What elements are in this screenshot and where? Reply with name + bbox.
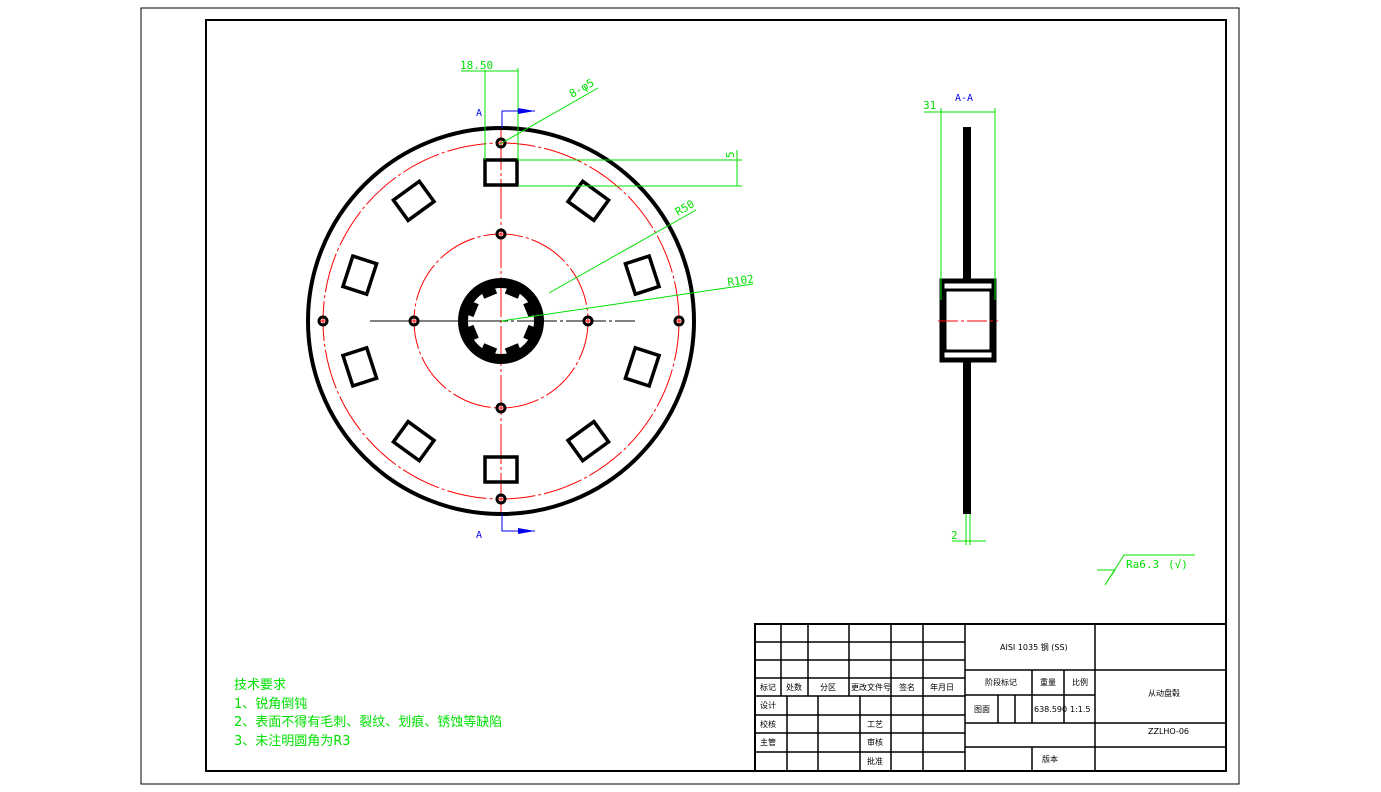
spline-tooth xyxy=(504,285,522,299)
section-view: A-A 31 2 xyxy=(923,93,998,545)
header-mark: 标记 xyxy=(760,682,776,692)
spring-window xyxy=(483,158,519,187)
drawing-label: 图面 xyxy=(974,705,990,714)
sheet-border xyxy=(140,7,1240,785)
spring-window xyxy=(565,419,612,464)
note-3: 3、未注明圆角为R3 xyxy=(234,734,351,749)
front-view: 18.50 8-φ5 R50 R102 5 A A xyxy=(306,59,755,541)
spring-window xyxy=(623,253,662,297)
role-design: 设计 xyxy=(760,700,776,710)
part-name: 从动盘毂 xyxy=(1148,688,1180,698)
drawing-number: ZZLHO-06 xyxy=(1148,727,1189,736)
rivet-hole xyxy=(495,228,507,240)
title-block xyxy=(754,623,1227,772)
weight-value: 638.590 xyxy=(1034,705,1067,714)
hub-ring xyxy=(458,278,544,364)
spline-tooth xyxy=(465,324,479,342)
dimension-lines xyxy=(461,68,754,322)
note-1: 1、锐角倒钝 xyxy=(234,697,307,712)
rivet-hole xyxy=(317,315,329,327)
dim-r102-label: R102 xyxy=(727,272,755,289)
section-arrow-top xyxy=(501,108,535,128)
role-approve: 批准 xyxy=(867,756,883,766)
spline-tooth xyxy=(504,343,522,357)
material: AISI 1035 钢 (SS) xyxy=(1000,642,1068,652)
weight-label: 重量 xyxy=(1040,677,1056,687)
roughness-value: Ra6.3 xyxy=(1126,558,1159,571)
spring-window xyxy=(390,419,437,464)
hub xyxy=(458,278,544,364)
technical-notes: 技术要求 1、锐角倒钝 2、表面不得有毛刺、裂纹、划痕、锈蚀等缺陷 3、未注明圆… xyxy=(234,678,502,749)
rivet-hole xyxy=(408,315,420,327)
dim-5-label: 5 xyxy=(724,151,737,158)
spring-window xyxy=(390,178,437,223)
notes-title: 技术要求 xyxy=(234,678,286,693)
stage-label: 阶段标记 xyxy=(985,677,1017,687)
header-date: 年月日 xyxy=(930,682,954,692)
header-signature: 签名 xyxy=(899,682,915,692)
title-block-text: 标记 处数 分区 更改文件号 签名 年月日 设计 校核 主管 工艺 审核 批准 … xyxy=(760,642,1189,766)
role-check: 校核 xyxy=(760,719,776,729)
scale-value: 1:1.5 xyxy=(1070,705,1091,714)
spring-window xyxy=(565,178,612,223)
rivet-hole xyxy=(673,315,685,327)
note-2: 2、表面不得有毛刺、裂纹、划痕、锈蚀等缺陷 xyxy=(234,714,502,730)
spring-window xyxy=(483,455,519,484)
dim-thickness-label: 2 xyxy=(951,529,958,542)
spring-window xyxy=(623,345,662,389)
rivet-hole xyxy=(495,402,507,414)
header-change-doc: 更改文件号 xyxy=(851,682,891,692)
section-mark-top: A xyxy=(476,108,482,119)
spring-window xyxy=(340,253,379,297)
roughness-suffix: (√) xyxy=(1168,558,1188,571)
dim-offset-label: 18.50 xyxy=(460,59,493,72)
spline-tooth xyxy=(523,300,537,318)
spline-tooth xyxy=(465,300,479,318)
section-mark-bottom: A xyxy=(476,530,482,541)
rivet-hole xyxy=(495,493,507,505)
section-dimension-lines xyxy=(924,108,996,545)
header-count: 处数 xyxy=(786,682,802,692)
role-review: 审核 xyxy=(867,737,883,747)
drawing-frame xyxy=(205,19,1227,772)
section-arrow-bottom xyxy=(501,514,535,534)
header-zone: 分区 xyxy=(820,683,836,692)
section-title: A-A xyxy=(955,93,973,104)
role-process: 工艺 xyxy=(867,720,883,729)
roughness-symbol: Ra6.3 (√) xyxy=(1097,554,1195,586)
dim-width-label: 31 xyxy=(923,99,936,112)
spring-window xyxy=(340,345,379,389)
version-label: 版本 xyxy=(1042,754,1058,764)
rivet-hole xyxy=(582,315,594,327)
disc-outline xyxy=(306,126,696,516)
spline-tooth xyxy=(480,343,498,357)
dim-r50-label: R50 xyxy=(673,197,697,218)
role-supervisor: 主管 xyxy=(760,737,776,747)
spline-tooth xyxy=(523,324,537,342)
spline-tooth xyxy=(480,285,498,299)
scale-label: 比例 xyxy=(1072,677,1088,687)
